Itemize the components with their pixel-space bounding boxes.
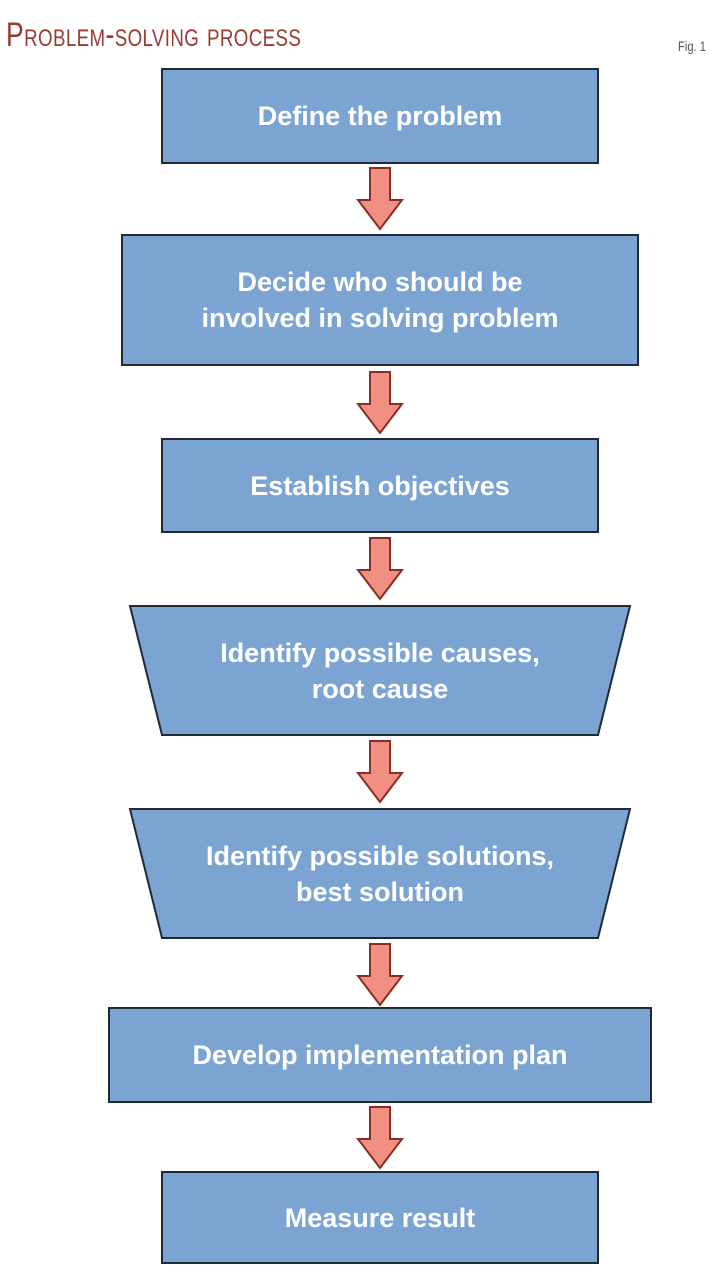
trapezoid-shape [128, 605, 632, 736]
step-label: Establish objectives [250, 468, 510, 504]
step-text-line-2: best solution [295, 876, 464, 907]
step-identify-causes: Identify possible causes, root cause [128, 604, 632, 737]
step-label: Decide who should be involved in solving… [201, 264, 558, 336]
down-arrow-icon [355, 943, 405, 1007]
step-text: Define the problem [257, 101, 503, 131]
step-measure-result: Measure result [161, 1171, 599, 1264]
down-arrow-icon [355, 371, 405, 435]
step-label: Identify possible solutions, best soluti… [128, 807, 632, 940]
step-text: Measure result [284, 1202, 476, 1233]
step-identify-solutions: Identify possible solutions, best soluti… [128, 807, 632, 940]
step-text-line-1: Decide who should be [237, 267, 523, 297]
page-title: Problem-solving process [6, 16, 302, 54]
step-define-problem: Define the problem [161, 68, 599, 164]
step-develop-plan: Develop implementation plan [108, 1007, 652, 1103]
down-arrow-icon [355, 740, 405, 804]
step-label: Identify possible causes, root cause [128, 604, 632, 737]
step-decide-involvement: Decide who should be involved in solving… [121, 234, 639, 366]
trapezoid-shape [128, 808, 632, 939]
down-arrow-icon [355, 537, 405, 601]
step-text-line-1: Identify possible causes, [220, 637, 540, 668]
down-arrow-icon [355, 1106, 405, 1170]
figure-label: Fig. 1 [677, 38, 706, 54]
step-label: Develop implementation plan [192, 1037, 567, 1073]
step-text: Develop implementation plan [192, 1040, 568, 1070]
down-arrow-icon [355, 167, 405, 231]
step-text-line-2: root cause [311, 673, 449, 704]
step-text-line-2: involved in solving problem [201, 303, 559, 333]
step-text: Establish objectives [250, 470, 510, 501]
step-establish-objectives: Establish objectives [161, 438, 599, 533]
step-label: Measure result [285, 1200, 476, 1236]
step-text-line-1: Identify possible solutions, [205, 840, 555, 871]
step-label: Define the problem [258, 98, 503, 134]
